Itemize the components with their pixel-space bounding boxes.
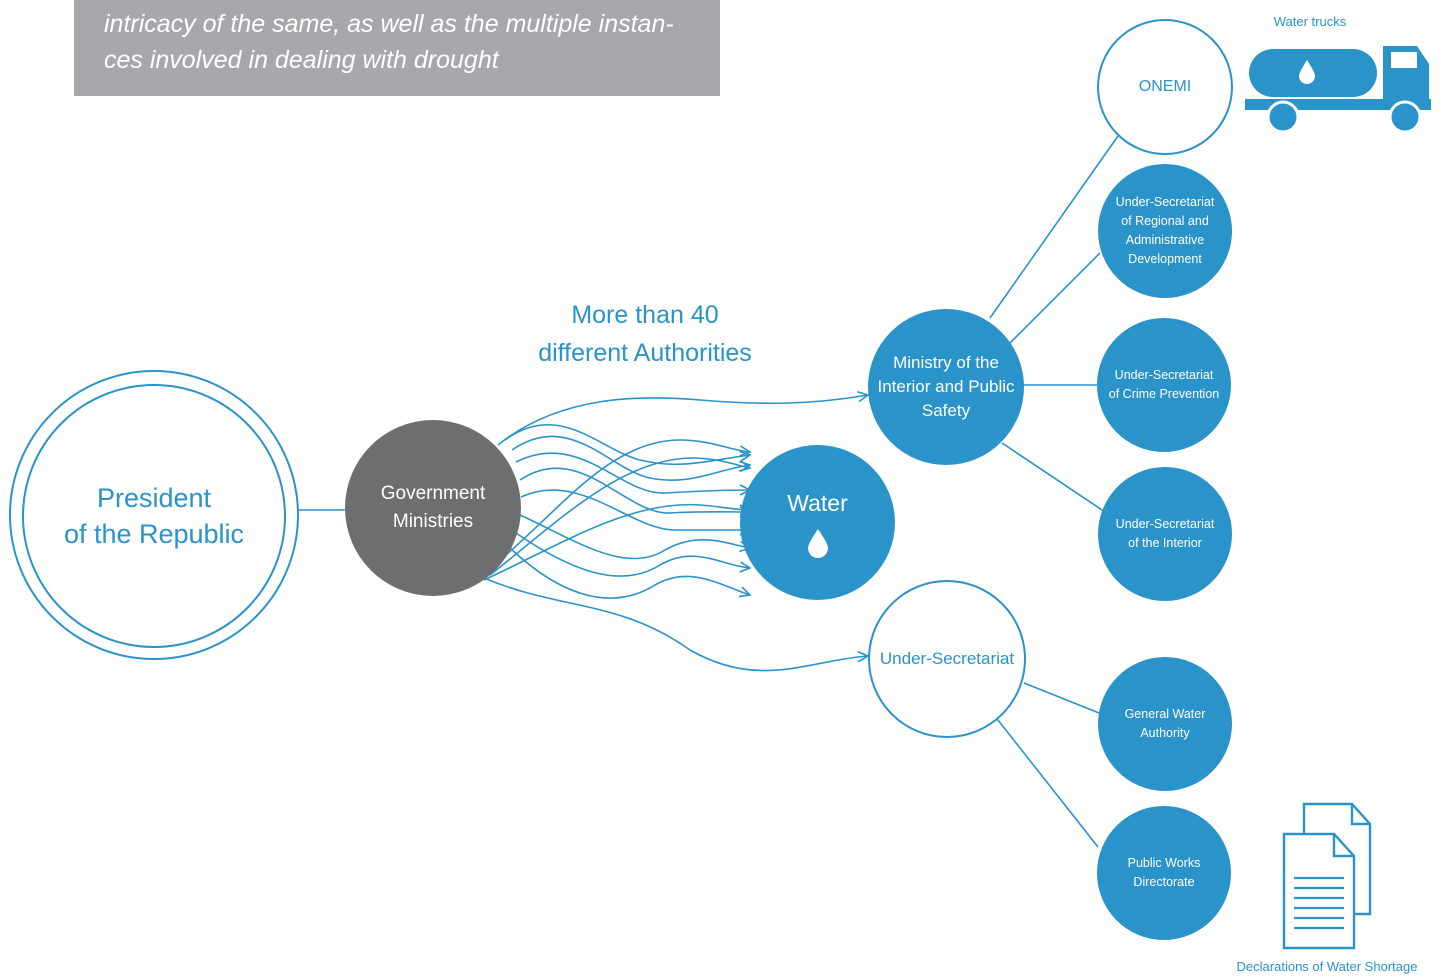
water-label: Water <box>787 489 848 516</box>
arrow-to-water-4 <box>519 467 750 513</box>
arrow-to-water-10 <box>489 457 750 576</box>
headline-line-1: More than 40 <box>571 301 719 329</box>
water-node: Water <box>740 445 895 600</box>
crime-label-1: Under-Secretariat <box>1114 368 1214 382</box>
caption-line-2: ces involved in dealing with drought <box>104 46 499 74</box>
crime-prevention-node: Under-Secretariat of Crime Prevention <box>1097 318 1231 452</box>
general-water-authority-node: General Water Authority <box>1098 657 1232 791</box>
onemi-label: ONEMI <box>1138 78 1192 95</box>
public-works-directorate-node: Public Works Directorate <box>1097 806 1231 940</box>
authorities-headline: More than 40 different Authorities <box>500 296 790 372</box>
water-drop-icon <box>807 528 828 558</box>
water-truck-icon <box>1245 46 1431 134</box>
link-undersec-mop <box>993 714 1099 848</box>
onemi-node: ONEMI <box>1097 19 1233 155</box>
arrow-to-water-7 <box>515 532 750 577</box>
interior-label-1: Ministry of the <box>893 353 999 372</box>
arrow-to-water-5 <box>520 489 750 530</box>
regional-label-4: Development <box>1128 252 1202 266</box>
documents-icon <box>1282 802 1372 950</box>
mop-label-1: Public Works <box>1127 856 1201 870</box>
caption-line-1: intricacy of the same, as well as the mu… <box>104 10 674 38</box>
declarations-label: Declarations of Water Shortage <box>1236 959 1418 974</box>
president-outer-ring <box>9 370 299 660</box>
regional-label-1: Under-Secretariat <box>1115 195 1215 209</box>
interior-label-2: Interior and Public <box>877 377 1015 396</box>
regional-label-2: of Regional and <box>1121 214 1209 228</box>
link-interior-subinterior <box>1001 442 1121 523</box>
interior-label-3: Safety <box>921 401 971 420</box>
ministries-label-2: Ministries <box>392 511 474 532</box>
subsecretariat-interior-node: Under-Secretariat of the Interior <box>1098 467 1232 601</box>
subinterior-label-2: of the Interior <box>1128 536 1202 550</box>
authority-arrows <box>483 395 868 672</box>
dga-label-1: General Water <box>1124 707 1206 721</box>
arrow-to-water-1 <box>504 423 750 466</box>
regional-development-node: Under-Secretariat of Regional and Admini… <box>1098 164 1232 298</box>
president-node: President of the Republic <box>22 384 286 648</box>
arrow-to-interior <box>497 395 868 446</box>
arrow-to-water-9 <box>499 439 750 561</box>
arrow-to-water-6 <box>519 514 750 560</box>
arrow-to-water-3 <box>515 452 750 493</box>
arrow-to-water-2 <box>511 435 750 481</box>
president-label-2: of the Republic <box>63 519 245 549</box>
link-interior-regional <box>1009 252 1101 344</box>
subinterior-label-1: Under-Secretariat <box>1115 517 1215 531</box>
regional-label-3: Administrative <box>1125 233 1205 247</box>
link-undersec-dga <box>1023 682 1100 714</box>
ministries-label-1: Government <box>380 483 486 504</box>
arrow-to-undersec <box>483 577 868 672</box>
crime-label-2: of Crime Prevention <box>1108 387 1220 401</box>
mop-label-2: Directorate <box>1133 875 1195 889</box>
water-trucks-label: Water trucks <box>1273 14 1347 29</box>
caption-box: intricacy of the same, as well as the mu… <box>74 0 720 96</box>
headline-line-2: different Authorities <box>538 339 752 367</box>
president-label-1: President <box>96 483 212 513</box>
undersecretariat-label: Under-Secretariat <box>879 649 1015 668</box>
dga-label-2: Authority <box>1140 726 1190 740</box>
arrow-to-water-8 <box>509 547 750 599</box>
undersecretariat-node: Under-Secretariat <box>868 580 1026 738</box>
ministries-node: Government Ministries <box>345 420 521 596</box>
link-interior-onemi <box>989 135 1119 319</box>
interior-ministry-node: Ministry of the Interior and Public Safe… <box>868 309 1024 465</box>
arrow-to-water-11 <box>483 503 750 581</box>
